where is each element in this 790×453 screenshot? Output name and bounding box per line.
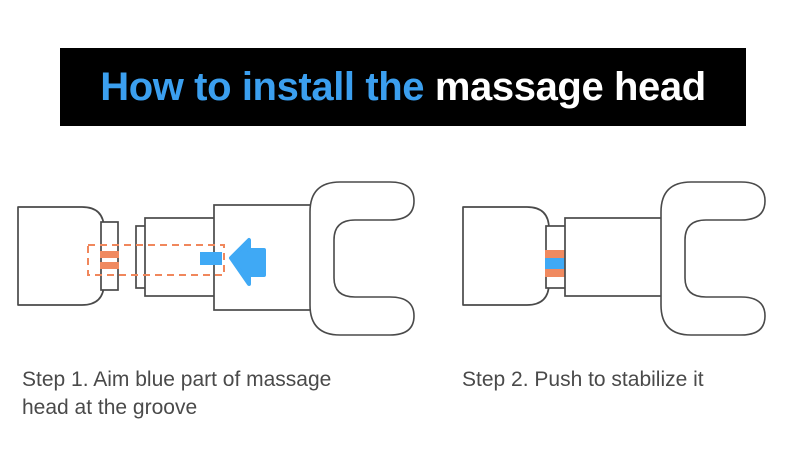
title-banner: How to install the massage head <box>60 48 746 126</box>
step1-blue-marker <box>200 252 222 265</box>
step1-fork-head <box>309 181 415 336</box>
step1-illustration <box>17 181 415 336</box>
step1-device-body <box>17 206 105 306</box>
step2-device-body <box>462 206 550 306</box>
step2-caption-line-1: Step 2. Push to stabilize it <box>462 368 704 391</box>
step1-caption-line-1: Step 1. Aim blue part of massage <box>22 368 332 391</box>
step2-illustration <box>462 181 766 336</box>
installation-diagram <box>17 181 766 336</box>
title-blue-segment: How to install the <box>100 65 435 109</box>
step1-push-arrow-icon <box>229 238 266 286</box>
step2-head-base-block <box>564 217 664 297</box>
step1-groove-bar-upper <box>100 251 119 258</box>
step1-groove-bar-lower <box>100 262 119 269</box>
title-white-segment: massage head <box>434 65 706 109</box>
step2-stripe-orange-top <box>545 250 567 258</box>
step2-fork-head <box>660 181 766 336</box>
step2-stripe-blue-middle <box>545 258 567 269</box>
step2-stripe-orange-bottom <box>545 269 567 277</box>
step1-caption-line-2: head at the groove <box>22 395 198 419</box>
step1-caption: Step 1. Aim blue part of massage head at… <box>22 366 432 421</box>
step1-alignment-guide-dashed <box>87 244 225 276</box>
step2-caption: Step 2. Push to stabilize it <box>462 366 782 394</box>
page-title: How to install the massage head <box>100 67 706 107</box>
diagram-area <box>0 150 790 365</box>
